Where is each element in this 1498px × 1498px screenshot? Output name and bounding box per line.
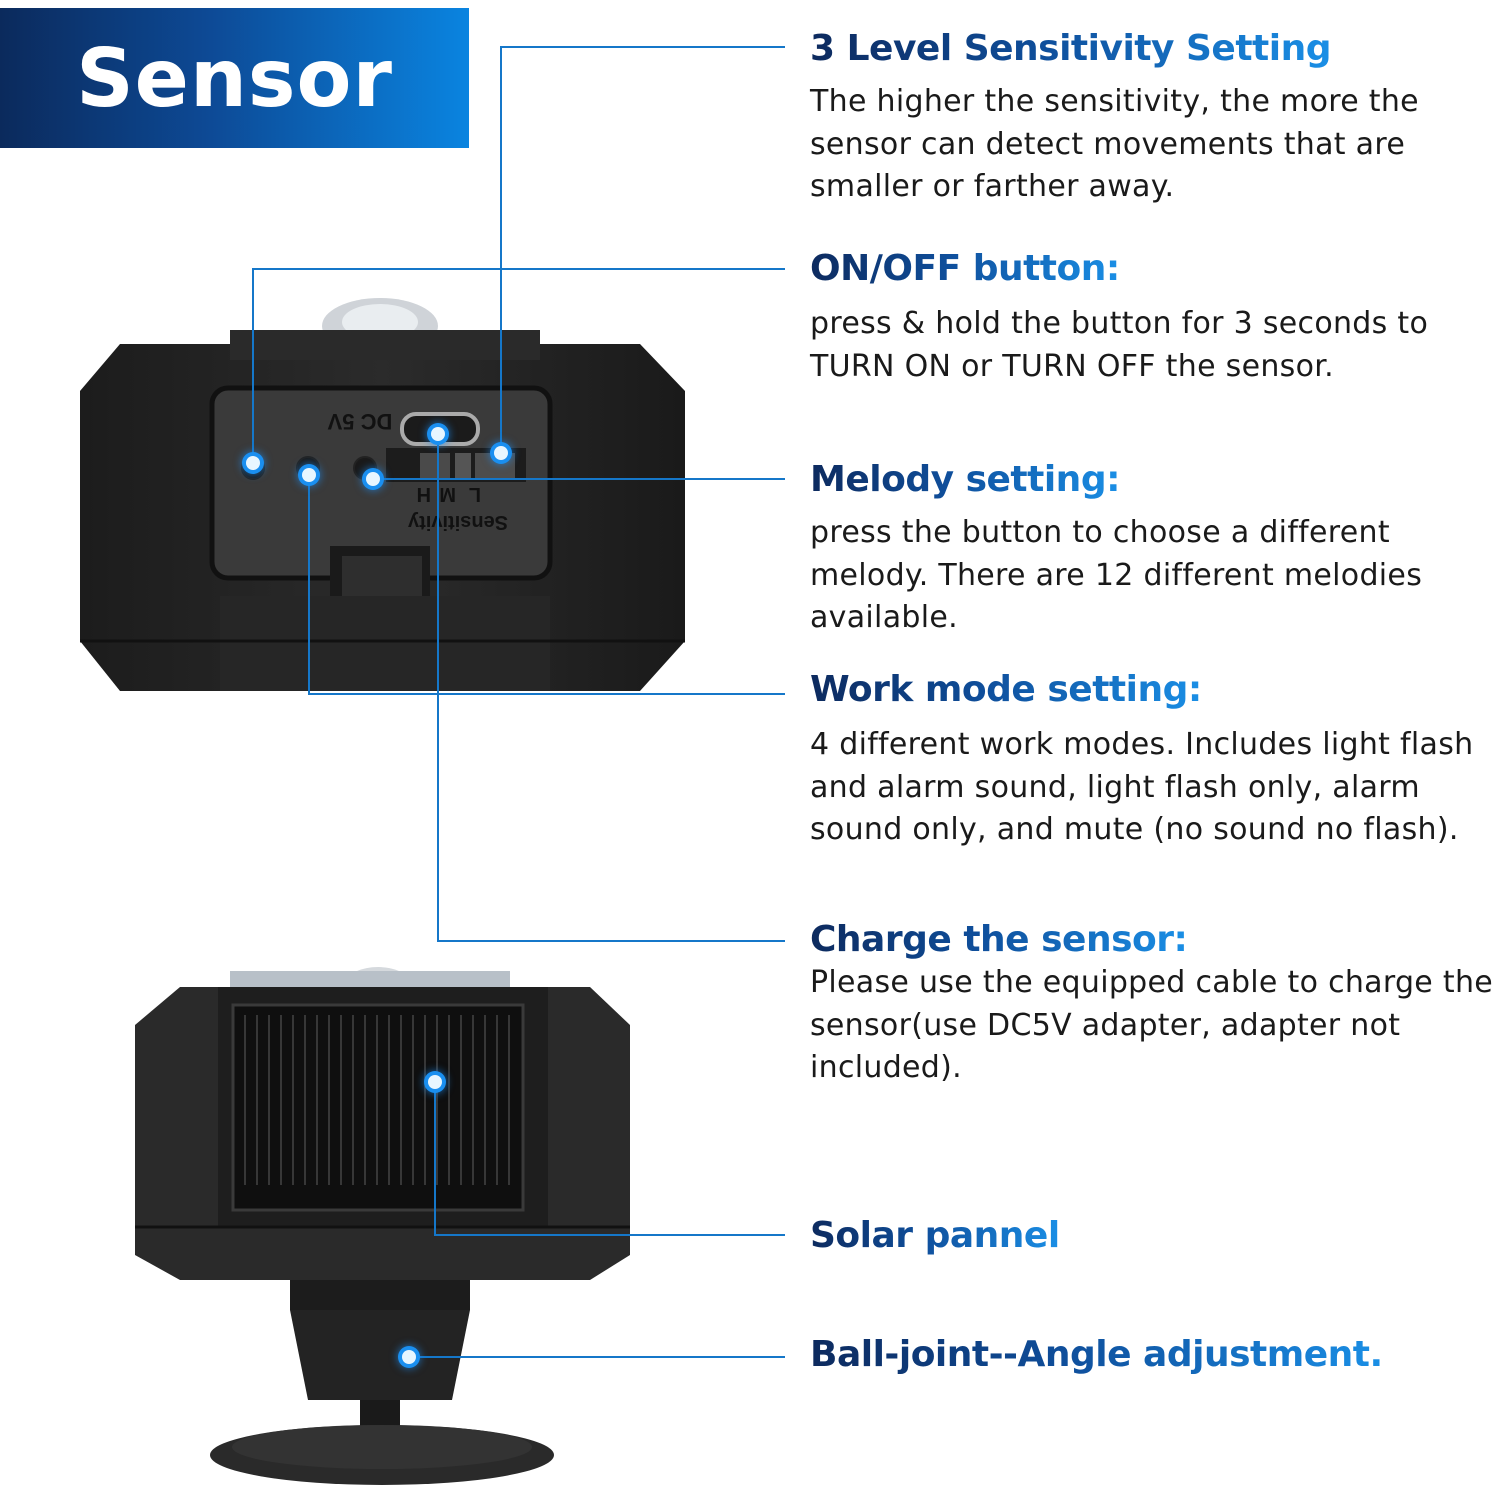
feature-charge: Charge the sensor: Please use the equipp…	[810, 918, 1498, 1090]
callout-dot	[402, 1350, 416, 1364]
callout-dot	[302, 468, 316, 482]
feature-on-off: ON/OFF button: press & hold the button f…	[810, 247, 1498, 388]
feature-description: Please use the equipped cable to charge …	[810, 965, 1494, 1085]
callout-dot	[431, 427, 445, 441]
feature-title: Ball-joint--Angle adjustment.	[810, 1334, 1383, 1375]
feature-title: Work mode setting:	[810, 669, 1202, 710]
feature-description: The higher the sensitivity, the more the…	[810, 84, 1419, 204]
svg-text:L: L	[469, 483, 481, 505]
callout-dot	[366, 472, 380, 486]
feature-title: 3 Level Sensitivity Setting	[810, 28, 1332, 69]
page-title: Sensor	[76, 31, 393, 125]
feature-work-mode: Work mode setting: 4 different work mode…	[810, 668, 1498, 852]
callout-dot	[246, 456, 260, 470]
feature-description: press the button to choose a different m…	[810, 515, 1423, 635]
callout-dot	[494, 446, 508, 460]
feature-title: Solar pannel	[810, 1215, 1060, 1256]
feature-sensitivity: 3 Level Sensitivity Setting The higher t…	[810, 27, 1498, 209]
callout-line	[308, 693, 785, 695]
feature-description: press & hold the button for 3 seconds to…	[810, 306, 1429, 384]
feature-title: ON/OFF button:	[810, 248, 1120, 289]
callout-line	[437, 940, 785, 942]
svg-text:Sensitivity: Sensitivity	[407, 511, 508, 533]
sensor-back-image: DC 5V Sensitivity L M H	[80, 296, 690, 691]
callout-line	[500, 46, 502, 454]
feature-melody: Melody setting: press the button to choo…	[810, 458, 1498, 640]
callout-line	[434, 1082, 436, 1235]
callout-line	[252, 268, 254, 464]
callout-line	[434, 1234, 785, 1236]
svg-text:DC 5V: DC 5V	[327, 409, 392, 434]
svg-text:H: H	[417, 483, 431, 505]
callout-line	[409, 1356, 785, 1358]
header-banner: Sensor	[0, 8, 469, 148]
feature-description: 4 different work modes. Includes light f…	[810, 727, 1474, 847]
callout-line	[252, 268, 785, 270]
svg-text:M: M	[439, 483, 456, 505]
callout-line	[437, 434, 439, 942]
feature-title: Melody setting:	[810, 459, 1120, 500]
callout-dot	[428, 1075, 442, 1089]
feature-title: Charge the sensor:	[810, 919, 1188, 960]
feature-ball-joint: Ball-joint--Angle adjustment.	[810, 1333, 1498, 1377]
callout-line	[373, 478, 785, 480]
sensor-front-image	[130, 965, 640, 1490]
callout-line	[308, 475, 310, 694]
callout-line	[500, 46, 785, 48]
feature-solar-panel: Solar pannel	[810, 1214, 1498, 1258]
